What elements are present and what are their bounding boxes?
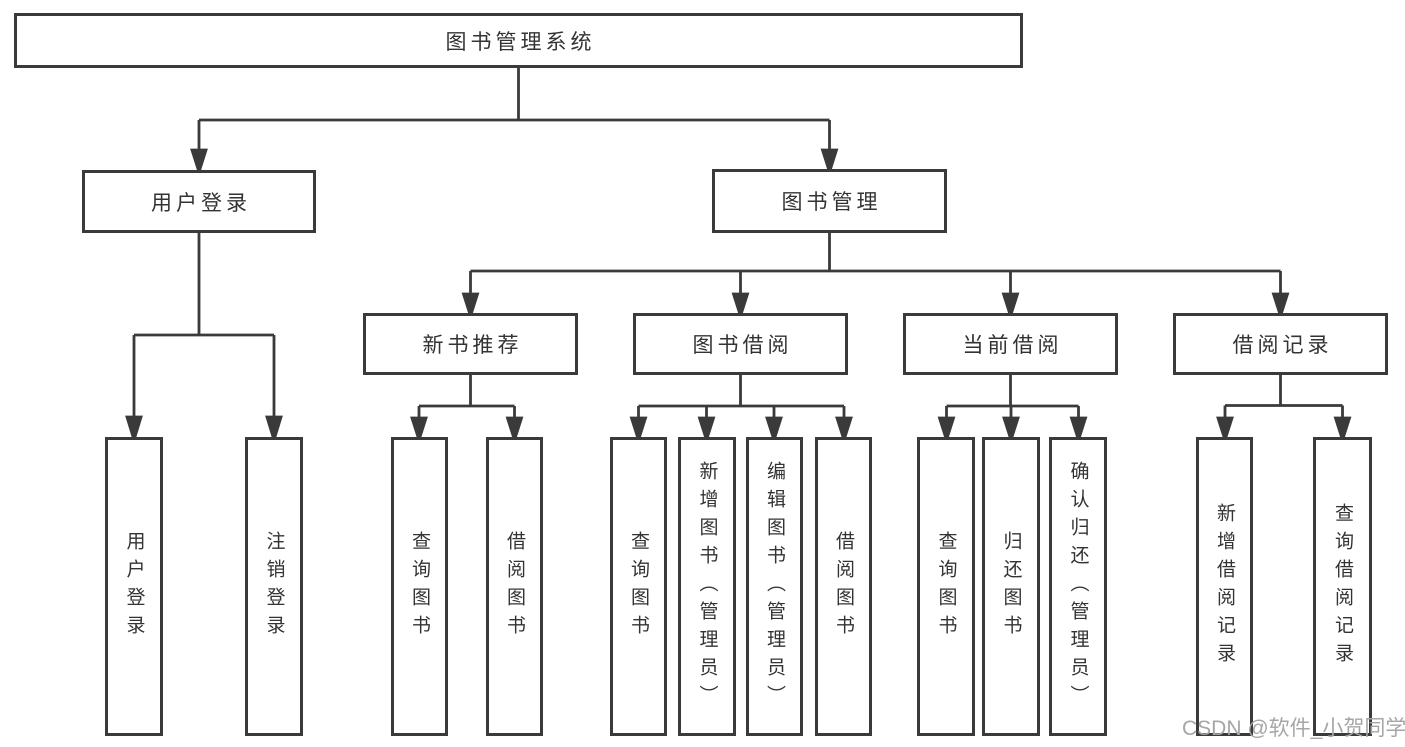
leaf-current-confirm-admin: 确认归还（管理员） xyxy=(1049,437,1107,736)
leaf-records-query: 查询借阅记录 xyxy=(1313,437,1372,736)
node-book-borrowing: 图书借阅 xyxy=(633,313,848,375)
node-borrowing-records: 借阅记录 xyxy=(1173,313,1388,375)
leaf-borrow-borrow: 借阅图书 xyxy=(815,437,872,736)
leaf-current-confirm-admin-label: 确认归还（管理员） xyxy=(1067,460,1089,713)
leaf-newbook-query: 查询图书 xyxy=(391,437,448,736)
leaf-user-login-label: 用户登录 xyxy=(123,530,145,643)
leaf-current-query: 查询图书 xyxy=(917,437,975,736)
leaf-borrow-add-admin: 新增图书（管理员） xyxy=(678,437,736,736)
leaf-borrow-borrow-label: 借阅图书 xyxy=(833,530,854,643)
edge-borrow-to-children xyxy=(629,375,853,445)
leaf-borrow-query-label: 查询图书 xyxy=(628,530,649,643)
leaf-user-login: 用户登录 xyxy=(105,437,163,736)
node-borrowing-records-label: 借阅记录 xyxy=(1232,334,1333,357)
edge-userlogin-to-children xyxy=(125,233,283,445)
edge-root-to-level2 xyxy=(190,68,839,177)
leaf-borrow-add-admin-label: 新增图书（管理员） xyxy=(696,460,718,713)
node-root: 图书管理系统 xyxy=(14,13,1023,68)
leaf-records-add: 新增借阅记录 xyxy=(1196,437,1253,736)
leaf-borrow-query: 查询图书 xyxy=(610,437,667,736)
leaf-logout-label: 注销登录 xyxy=(263,530,285,643)
node-user-login-label: 用户登录 xyxy=(151,191,251,215)
leaf-borrow-edit-admin-label: 编辑图书（管理员） xyxy=(764,460,785,713)
node-book-management: 图书管理 xyxy=(712,169,947,233)
node-user-login: 用户登录 xyxy=(82,170,316,233)
edge-bookmgmt-to-level3 xyxy=(461,233,1290,321)
edge-newbook-to-children xyxy=(410,375,524,445)
node-book-management-label: 图书管理 xyxy=(781,191,882,214)
leaf-newbook-query-label: 查询图书 xyxy=(409,530,430,643)
edge-current-to-children xyxy=(937,375,1088,445)
leaf-borrow-edit-admin: 编辑图书（管理员） xyxy=(746,437,803,736)
leaf-current-return-label: 归还图书 xyxy=(1000,530,1022,643)
node-book-borrowing-label: 图书借阅 xyxy=(692,334,793,357)
leaf-current-return: 归还图书 xyxy=(982,437,1040,736)
node-new-book-recommend-label: 新书推荐 xyxy=(422,334,523,357)
leaf-newbook-borrow-label: 借阅图书 xyxy=(504,530,525,643)
node-current-borrowing-label: 当前借阅 xyxy=(962,334,1063,357)
leaf-records-query-label: 查询借阅记录 xyxy=(1332,502,1353,671)
leaf-records-add-label: 新增借阅记录 xyxy=(1214,502,1235,671)
edge-records-to-children xyxy=(1216,375,1352,445)
node-new-book-recommend: 新书推荐 xyxy=(363,313,578,375)
node-root-label: 图书管理系统 xyxy=(445,30,596,54)
leaf-current-query-label: 查询图书 xyxy=(935,530,957,643)
csdn-watermark: CSDN @软件_小贺同学 xyxy=(1182,717,1405,740)
leaf-newbook-borrow: 借阅图书 xyxy=(486,437,543,736)
node-current-borrowing: 当前借阅 xyxy=(903,313,1118,375)
leaf-logout: 注销登录 xyxy=(245,437,303,736)
